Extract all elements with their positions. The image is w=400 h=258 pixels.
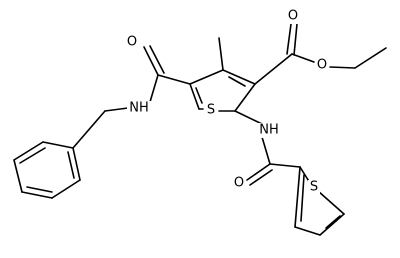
- bond-amide1-co-b: [149, 45, 165, 74]
- atom-o-ester-carbonyl: O: [288, 9, 298, 24]
- bond-nh2: [234, 110, 263, 125]
- bond-ester-o: [291, 53, 315, 63]
- bond-ester-c: [254, 53, 293, 85]
- atom-s-thienyl: S: [310, 180, 318, 195]
- atom-o-amide2: O: [234, 176, 244, 191]
- bond-th2-inner-2: [300, 174, 305, 222]
- atom-nh-thienyl: NH: [259, 123, 279, 138]
- atom-s-core: S: [207, 103, 215, 118]
- bond-ester-co-a: [286, 23, 292, 55]
- label-mask-o-amide1: [125, 35, 139, 50]
- bond-amide2-co-a: [246, 163, 271, 181]
- bond-amide2-co-b: [249, 169, 273, 186]
- label-mask-o-ester-carbonyl: [286, 9, 300, 24]
- bond-core-inner-double-2: [195, 87, 203, 104]
- label-mask-s-thienyl: [308, 180, 320, 195]
- bond-ester-co-b: [293, 23, 298, 56]
- bond-benzyl-n-ch2: [104, 107, 129, 112]
- bond-amide1-co-a: [143, 46, 159, 76]
- bond-core-c3-c4: [189, 69, 224, 85]
- label-mask-o-ester-ether: [315, 58, 329, 73]
- bond-core-c4-c5: [189, 83, 200, 110]
- bond-th2-2: [317, 190, 345, 215]
- label-mask-nh-thienyl: [257, 123, 282, 138]
- bond-th2-inner-1: [325, 215, 341, 229]
- label-mask-s-core: [205, 103, 217, 118]
- bond-ph-3: [13, 159, 23, 193]
- bond-methyl: [218, 37, 224, 71]
- bond-ph-6: [72, 147, 81, 181]
- bond-core-c2-c1: [234, 83, 256, 112]
- bond-th2-5: [294, 166, 301, 228]
- bond-ester-ch3: [354, 47, 387, 69]
- bond-ph-inner-2: [26, 186, 53, 193]
- label-mask-nh-benzyl: [127, 101, 152, 116]
- bond-ph-inner-1: [19, 147, 46, 164]
- bond-th2-4: [294, 226, 321, 236]
- bond-ph-2: [13, 141, 44, 161]
- bond-core-inner-double: [228, 76, 246, 87]
- label-mask-o-amide2: [232, 176, 246, 191]
- bond-ph-4: [21, 191, 53, 199]
- bond-lines: [13, 23, 387, 236]
- bond-ph-5: [51, 179, 81, 199]
- bond-amide2-nc: [261, 136, 271, 165]
- atom-o-ester-ether: O: [317, 58, 327, 73]
- bond-ester-ocH2: [329, 66, 356, 69]
- atom-nh-benzyl: NH: [129, 101, 149, 116]
- bond-th2-3: [319, 213, 345, 236]
- bond-core-c3-c2: [222, 69, 256, 85]
- bond-ph-inner-3: [67, 151, 75, 179]
- bond-amide1-cn: [149, 74, 159, 103]
- bond-ph-1: [42, 141, 74, 149]
- bond-benzyl-ch2-ph: [72, 110, 106, 149]
- atom-o-amide1: O: [127, 35, 137, 50]
- bond-amide1-c: [157, 74, 191, 85]
- bond-amide2-c-thio: [269, 163, 301, 168]
